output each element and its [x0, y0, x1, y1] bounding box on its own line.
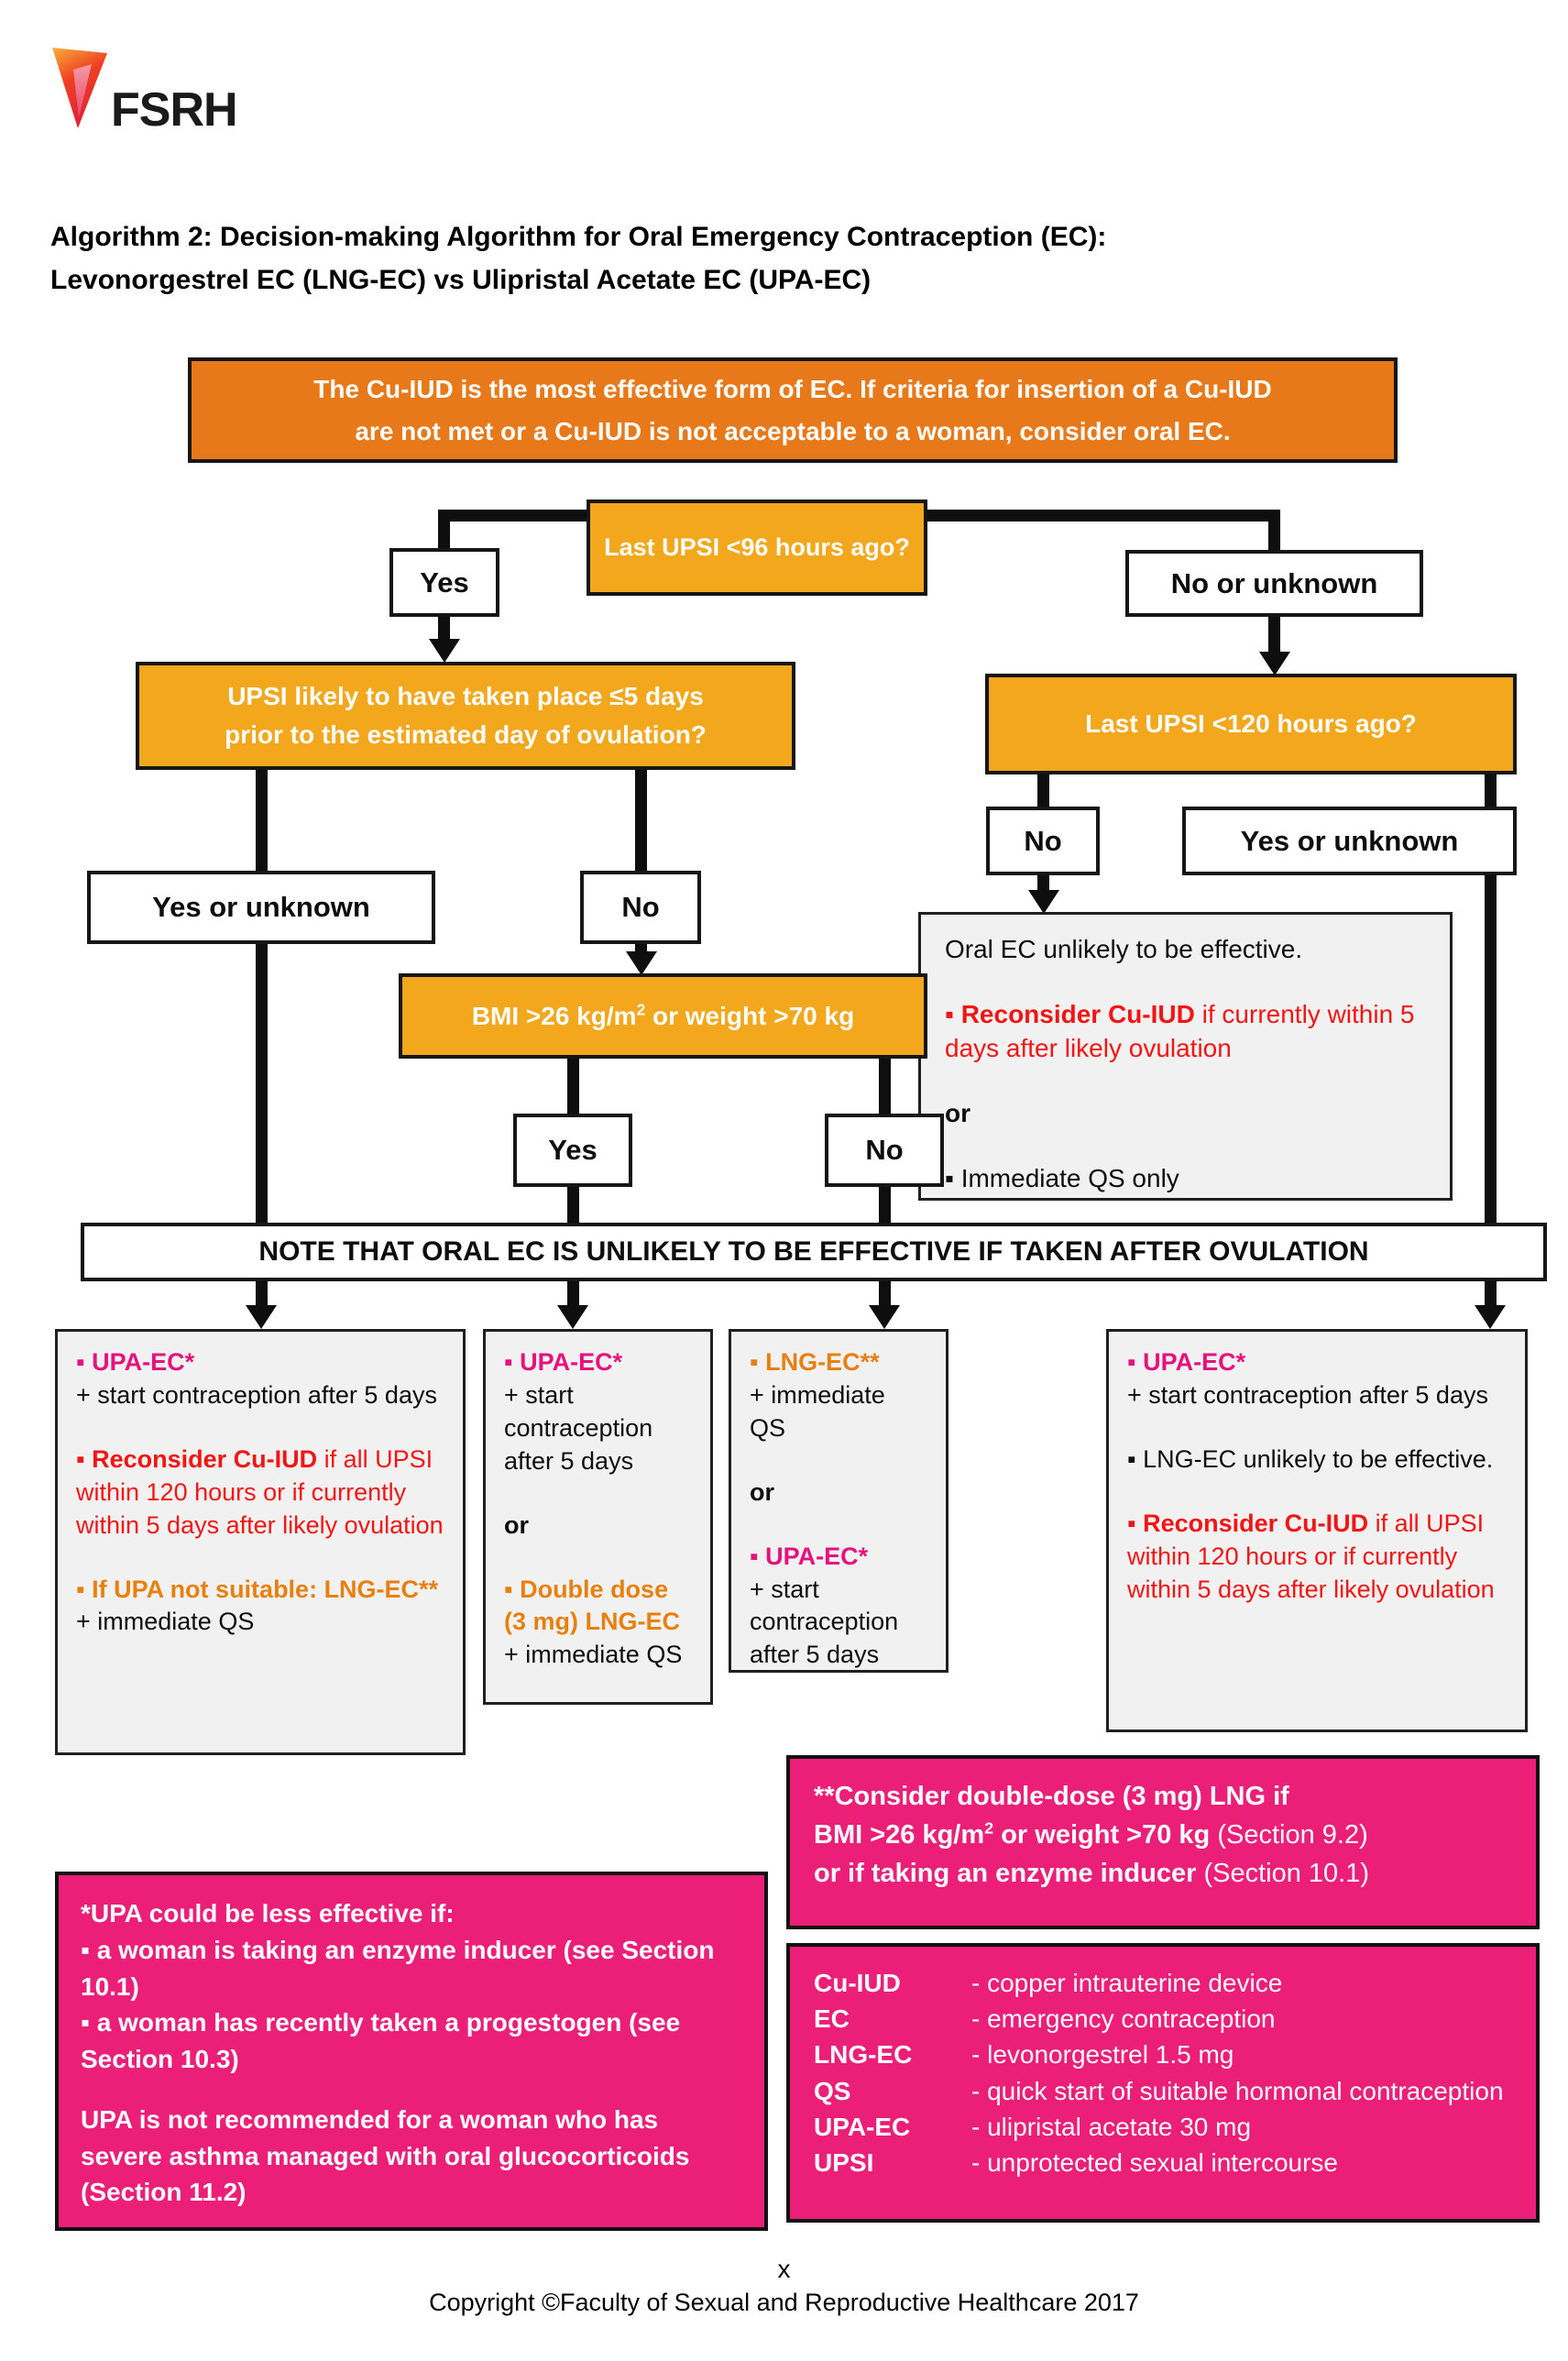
- answer-no-q120: No: [986, 807, 1100, 875]
- fsrh-logo-icon: [52, 48, 107, 128]
- fsrh-logo-text: FSRH: [111, 82, 238, 137]
- or-label: or: [750, 1477, 774, 1506]
- page-title-line1: Algorithm 2: Decision-making Algorithm f…: [50, 222, 1107, 252]
- connector-line: [567, 1187, 579, 1223]
- abbreviation-row: LNG-EC- levonorgestrel 1.5 mg: [814, 2040, 1234, 2070]
- double-dose-label: ▪ Double dose (3 mg) LNG-EC: [504, 1575, 680, 1636]
- immediate-qs-text: ▪ Immediate QS only: [945, 1163, 1179, 1192]
- page-title-line2: Levonorgestrel EC (LNG-EC) vs Ulipristal…: [50, 264, 872, 295]
- arrowhead-icon: [429, 639, 460, 663]
- arrowhead-icon: [1475, 1305, 1506, 1329]
- connector-line: [438, 510, 450, 554]
- reconsider-cu-iud-text: ▪ Reconsider Cu-IUD if currently within …: [945, 999, 1415, 1062]
- or-label: or: [504, 1510, 529, 1539]
- abbreviation-row: UPA-EC- ulipristal acetate 30 mg: [814, 2112, 1252, 2141]
- connector-line: [635, 770, 647, 871]
- reconsider-cu-iud-text: ▪ Reconsider Cu-IUD if all UPSI within 1…: [1127, 1509, 1495, 1603]
- abbreviation-row: EC- emergency contraception: [814, 2004, 1276, 2034]
- connector-line: [1037, 875, 1049, 892]
- upa-warning-box: *UPA could be less effective if: ▪ a wom…: [55, 1872, 768, 2231]
- connector-line: [879, 1059, 891, 1114]
- or-label: or: [945, 1098, 970, 1127]
- answer-no-ovulation: No: [580, 871, 701, 944]
- upa-ec-label: ▪ UPA-EC*: [1127, 1348, 1246, 1376]
- abbreviations-box: Cu-IUD- copper intrauterine device EC- e…: [786, 1943, 1540, 2223]
- connector-line: [1485, 1281, 1497, 1305]
- connector-line: [1485, 875, 1497, 1223]
- if-upa-not-suitable-label: ▪ If UPA not suitable: LNG-EC**: [76, 1575, 439, 1603]
- outcome-box-4: ▪ UPA-EC* + start contraception after 5 …: [1106, 1329, 1528, 1732]
- arrowhead-icon: [626, 951, 657, 975]
- answer-yes-q96: Yes: [389, 548, 499, 617]
- connector-line: [567, 1281, 579, 1305]
- connector-line: [256, 770, 268, 871]
- connector-line: [256, 1281, 268, 1305]
- abbreviation-row: UPSI- unprotected sexual intercourse: [814, 2147, 1338, 2177]
- double-dose-note-box: **Consider double-dose (3 mg) LNG if BMI…: [786, 1755, 1540, 1929]
- page-mark: x: [777, 2255, 791, 2283]
- oral-ec-unlikely-text: Oral EC unlikely to be effective.: [945, 935, 1303, 963]
- connector-line: [1268, 510, 1280, 555]
- upa-ec-label: ▪ UPA-EC*: [750, 1542, 869, 1570]
- oral-ec-unlikely-box: Oral EC unlikely to be effective. ▪ Reco…: [918, 912, 1453, 1201]
- abbreviation-row: Cu-IUD- copper intrauterine device: [814, 1969, 1283, 1997]
- node-upsi-before-ovulation: UPSI likely to have taken place ≤5 days …: [136, 662, 795, 770]
- copyright-text: Copyright ©Faculty of Sexual and Reprodu…: [429, 2289, 1139, 2316]
- answer-yes-or-unknown-q120: Yes or unknown: [1182, 807, 1517, 875]
- arrowhead-icon: [1028, 890, 1059, 914]
- arrowhead-icon: [246, 1305, 277, 1329]
- connector-line: [438, 617, 450, 639]
- node-last-upsi-96: Last UPSI <96 hours ago?: [587, 500, 927, 596]
- connector-line: [635, 944, 647, 953]
- outcome-box-1: ▪ UPA-EC* + start contraception after 5 …: [55, 1329, 466, 1755]
- connector-line: [879, 1187, 891, 1223]
- connector-line: [567, 1059, 579, 1114]
- connector-line: [1037, 774, 1049, 807]
- upa-ec-label: ▪ UPA-EC*: [76, 1348, 195, 1376]
- abbreviation-row: QS- quick start of suitable hormonal con…: [814, 2076, 1504, 2105]
- note-banner: NOTE THAT ORAL EC IS UNLIKELY TO BE EFFE…: [81, 1223, 1547, 1281]
- upa-ec-label: ▪ UPA-EC*: [504, 1348, 623, 1376]
- page-title: Algorithm 2: Decision-making Algorithm f…: [50, 216, 1379, 302]
- cu-iud-banner: The Cu-IUD is the most effective form of…: [188, 357, 1398, 463]
- lng-ec-label: ▪ LNG-EC**: [750, 1348, 880, 1376]
- lng-unlikely-text: ▪ LNG-EC unlikely to be effective.: [1127, 1444, 1494, 1473]
- reconsider-cu-iud-text: ▪ Reconsider Cu-IUD if all UPSI within 1…: [76, 1444, 444, 1539]
- answer-no-bmi: No: [825, 1114, 944, 1187]
- connector-line: [879, 1281, 891, 1305]
- outcome-box-2: ▪ UPA-EC* + start contraception after 5 …: [483, 1329, 713, 1705]
- answer-yes-or-unknown-ovulation: Yes or unknown: [87, 871, 435, 944]
- arrowhead-icon: [1259, 652, 1290, 675]
- node-last-upsi-120: Last UPSI <120 hours ago?: [985, 674, 1517, 774]
- answer-no-or-unknown-q96: No or unknown: [1125, 550, 1423, 617]
- answer-yes-bmi: Yes: [513, 1114, 632, 1187]
- node-bmi-weight: BMI >26 kg/m2 or weight >70 kg: [399, 973, 927, 1059]
- arrowhead-icon: [869, 1305, 900, 1329]
- outcome-box-3: ▪ LNG-EC** + immediate QS or ▪ UPA-EC* +…: [729, 1329, 948, 1673]
- cu-iud-banner-line2: are not met or a Cu-IUD is not acceptabl…: [355, 416, 1231, 445]
- connector-line: [1485, 774, 1497, 807]
- connector-line: [256, 944, 268, 1223]
- fsrh-logo: FSRH: [50, 44, 238, 137]
- cu-iud-banner-line1: The Cu-IUD is the most effective form of…: [313, 375, 1272, 404]
- connector-line: [1268, 617, 1280, 652]
- arrowhead-icon: [557, 1305, 588, 1329]
